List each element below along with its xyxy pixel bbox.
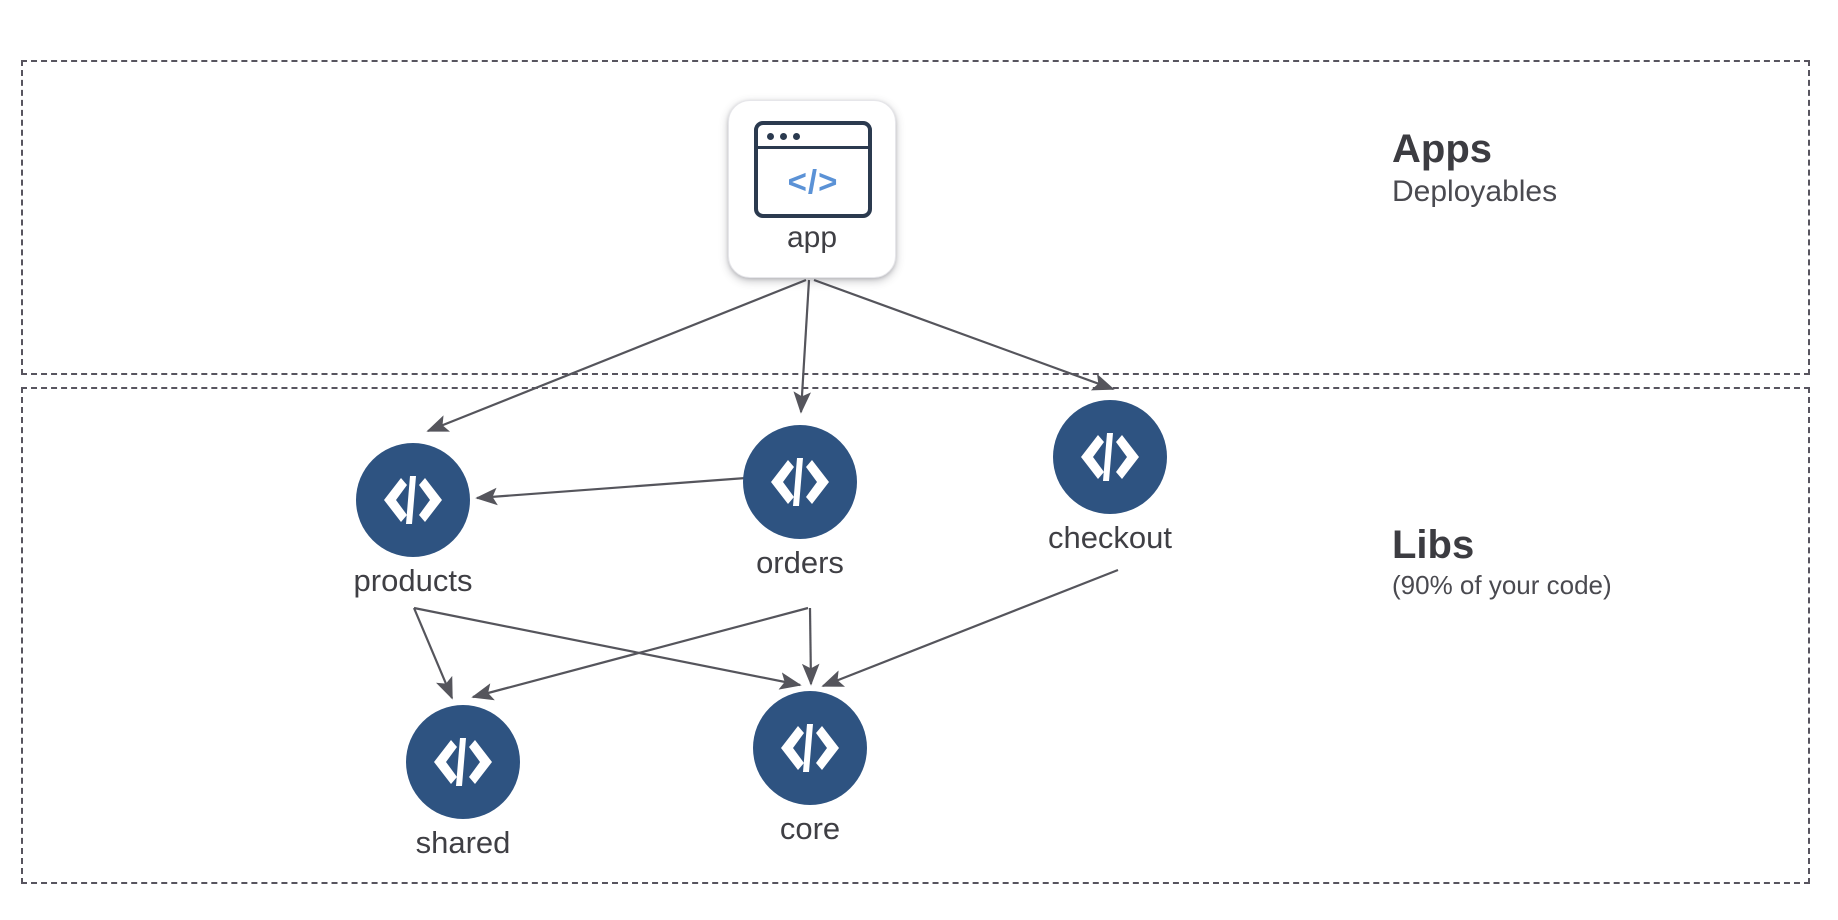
browser-code-icon: </> [754,121,872,218]
node-orders-label: orders [756,545,844,580]
code-icon [1053,400,1167,514]
zone-apps-title: Apps [1392,127,1492,171]
node-checkout[interactable]: checkout [1048,400,1172,555]
code-icon [753,691,867,805]
zone-libs-title: Libs [1392,523,1475,567]
node-core[interactable]: core [753,691,867,846]
code-icon [356,443,470,557]
zone-libs [21,387,1810,884]
browser-dot-icon [767,133,774,140]
node-orders[interactable]: orders [743,425,857,580]
node-shared-label: shared [415,825,511,860]
zone-libs-subtitle: (90% of your code) [1392,570,1612,600]
node-core-label: core [779,811,841,846]
zone-apps-subtitle: Deployables [1392,175,1558,208]
browser-titlebar [758,125,868,149]
node-app[interactable]: </> app [728,100,896,278]
zone-apps [21,60,1810,375]
node-products-label: products [353,563,473,598]
node-checkout-label: checkout [1047,520,1173,555]
browser-dot-icon [793,133,800,140]
zone-legend-libs: Libs (90% of your code) [1392,524,1612,601]
browser-dot-icon [780,133,787,140]
code-glyph: </> [787,163,839,200]
node-products[interactable]: products [354,443,472,598]
code-icon [406,705,520,819]
zone-legend-apps: Apps Deployables [1392,128,1557,210]
node-shared[interactable]: shared [406,705,520,860]
node-app-label: app [786,221,838,254]
code-icon [743,425,857,539]
